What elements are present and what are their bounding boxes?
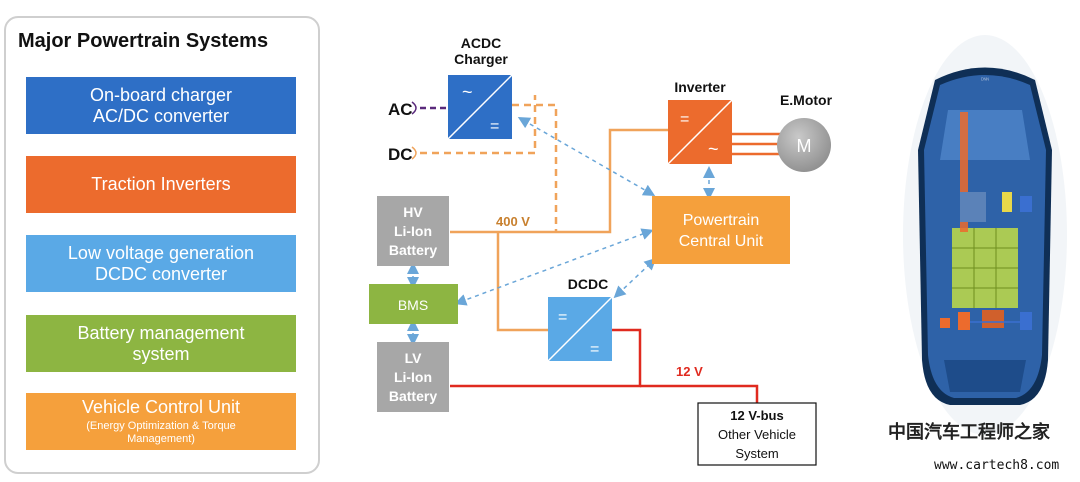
acdc-charger-block: ~ = — [447, 74, 513, 140]
dcdc-block: = = — [547, 296, 613, 362]
legend-onboard-charger: On-board charger AC/DC converter — [26, 77, 296, 134]
bus-line2: Other Vehicle — [718, 427, 796, 442]
legend-traction-inverters: Traction Inverters — [26, 156, 296, 213]
bus-line1: 12 V-bus — [730, 408, 783, 423]
twelve-volt-bus-box: 12 V-bus Other Vehicle System — [697, 402, 817, 466]
legend-traction-inverters-label: Traction Inverters — [91, 174, 231, 194]
inverter-title: Inverter — [674, 79, 726, 95]
motor-label: M — [797, 136, 812, 156]
car-topview-image: ᴰᴺᴺ — [903, 35, 1067, 435]
ac-label: AC — [388, 100, 413, 119]
lv-battery-line2: Li-Ion — [394, 369, 432, 385]
acdc-title-2: Charger — [454, 51, 508, 67]
pcu-line1: Powertrain — [683, 212, 759, 229]
dcdc-top-symbol: = — [558, 309, 567, 326]
legend-vcu-line2: (Energy Optimization & Torque Management… — [86, 420, 236, 445]
bms-label: BMS — [398, 297, 428, 313]
ac-plug-icon — [411, 101, 417, 115]
legend-bms-line1: Battery management — [77, 322, 245, 343]
motor-circle — [777, 118, 831, 172]
comm-links — [407, 117, 715, 346]
dcdc-bottom-symbol: = — [590, 341, 599, 358]
bus-line3: System — [735, 446, 778, 461]
hv-battery-line2: Li-Ion — [394, 223, 432, 239]
lv-battery-line1: LV — [405, 350, 423, 366]
dcdc-title: DCDC — [568, 276, 608, 292]
acdc-top-symbol: ~ — [462, 82, 473, 102]
legend-bms: Battery management system — [26, 315, 296, 372]
dc-label: DC — [388, 145, 413, 164]
hv-battery-line1: HV — [403, 204, 423, 220]
inverter-bottom-symbol: ~ — [708, 139, 719, 159]
legend-onboard-charger-line2: AC/DC converter — [92, 105, 230, 126]
powertrain-central-unit: Powertrain Central Unit — [652, 196, 790, 264]
legend-title: Major Powertrain Systems — [18, 30, 269, 52]
dc-plug-icon — [411, 146, 417, 160]
svg-text:ᴰᴺᴺ: ᴰᴺᴺ — [981, 77, 989, 84]
legend-dcdc-line1: Low voltage generation — [67, 242, 255, 263]
voltage-12v-label: 12 V — [676, 364, 703, 379]
acdc-title-1: ACDC — [461, 35, 501, 51]
legend-bms-line2: system — [132, 343, 190, 364]
lv-battery-line3: Battery — [389, 388, 437, 404]
inverter-top-symbol: = — [680, 111, 689, 128]
watermark-line1: 中国汽车工程师之家 — [888, 422, 1050, 443]
lv-12v-lines — [450, 328, 759, 403]
pcu-line2: Central Unit — [679, 233, 764, 250]
lv-battery: LV Li-Ion Battery — [377, 342, 449, 412]
legend-vcu: Vehicle Control Unit (Energy Optimizatio… — [26, 393, 296, 450]
watermark-line2: www.cartech8.com — [934, 458, 1060, 473]
hv-battery-line3: Battery — [389, 242, 437, 258]
bms-block: BMS — [369, 284, 458, 324]
legend-onboard-charger-line1: On-board charger — [89, 84, 233, 105]
legend-vcu-line1: Vehicle Control Unit — [81, 397, 241, 417]
legend-dcdc-line2: DCDC converter — [94, 263, 228, 284]
motor-title: E.Motor — [780, 92, 833, 108]
acdc-bottom-symbol: = — [490, 118, 499, 135]
inverter-block: = ~ — [667, 99, 733, 165]
hv-battery: HV Li-Ion Battery — [377, 196, 449, 266]
legend-dcdc: Low voltage generation DCDC converter — [26, 235, 296, 292]
inverter-motor-lines — [732, 132, 782, 156]
voltage-400v-label: 400 V — [496, 214, 530, 229]
